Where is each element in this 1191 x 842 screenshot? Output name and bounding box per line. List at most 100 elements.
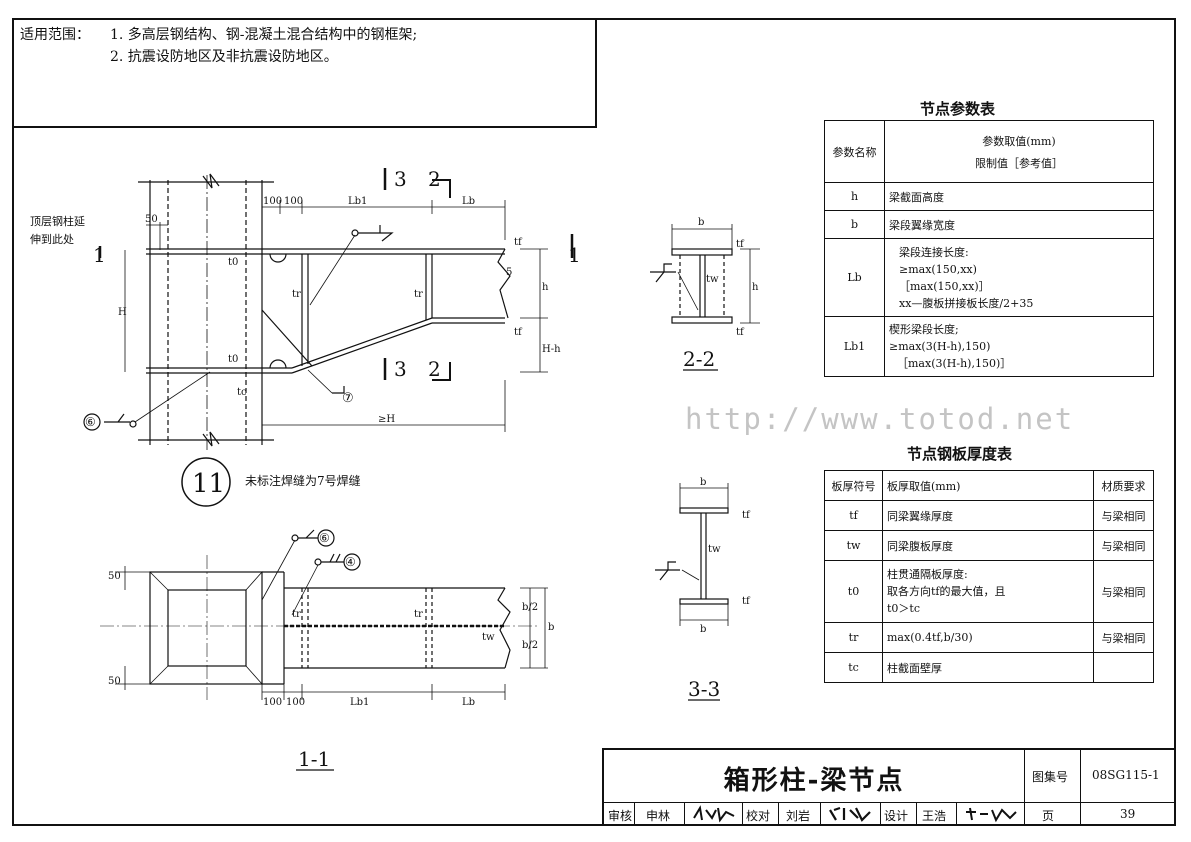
plate-head-sym: 板厚符号 [824,470,883,501]
weld-symbol-6-elev: ⑥ [85,415,96,429]
sec33-b-top: b [700,477,706,488]
section-mark-2-bottom: 2 [428,357,441,381]
dim-100-b: 100 [284,196,303,207]
plate-row-mat: 与梁相同 [1093,622,1154,653]
sec33-caption: 3-3 [688,677,720,701]
plate-row-mat: 与梁相同 [1093,530,1154,561]
dim-lb: Lb [462,196,475,207]
plate-row-mat: 与梁相同 [1093,560,1154,623]
section-mark-1-left: 1 [93,243,106,267]
weld-symbol-6-plan: ⑥ [319,531,330,545]
atlas-number: 08SG115-1 [1092,768,1160,782]
design-label: 设计 [884,809,909,823]
param-row-name: Lb [824,238,885,317]
plate-row-val: max(0.4tf,b/30) [882,622,1094,653]
param-line: xx—腹板拼接板长度/2+35 [899,296,1034,310]
dim-100-a: 100 [263,196,282,207]
node-number: 11 [192,469,225,499]
label-tr-left: tr [292,289,301,300]
param-head-value: 参数取值(mm) 限制值［参考值］ [884,120,1154,183]
plate-row-mat [1093,652,1154,683]
label-tc: tc [237,387,247,398]
plan-dim-50-top: 50 [108,571,121,582]
scope-box: 适用范围： 1. 多高层钢结构、钢-混凝土混合结构中的钢框架; 2. 抗震设防地… [12,18,597,128]
param-line: 楔形梁段长度; [889,323,959,336]
atlas-label: 图集号 [1032,770,1069,784]
page-number: 39 [1120,807,1136,821]
plan-label-tr-right: tr [414,609,423,620]
plan-dim-100-a: 100 [263,697,282,708]
plate-row-val: 柱截面壁厚 [882,652,1094,683]
param-head-name: 参数名称 [824,120,885,183]
weld-symbol-7: ⑦ [342,391,354,406]
param-row-value: 楔形梁段长度; ≥max(3(H-h),150) ［max(3(H-h),150… [884,316,1154,377]
label-t0-top: t0 [228,257,238,268]
sec33-b-bottom: b [700,624,706,635]
elevation-view [83,168,574,507]
section-mark-3-bottom: 3 [394,357,407,381]
sec22-tf-top: tf [736,239,745,250]
scope-label: 适用范围： [20,27,90,43]
plate-line: 取各方向tf的最大值，且 [887,585,1006,598]
param-line: 梁段连接长度: [899,245,969,259]
drawing-frame [12,18,1176,826]
reviewer-signature [693,805,735,823]
plan-dim-b: b [548,622,554,633]
plan-dim-b2-bottom: b/2 [522,640,538,651]
reviewer-name: 申林 [646,809,671,823]
checker-signature [829,806,871,822]
param-head-value-line1: 参数取值(mm) [982,134,1056,148]
plate-table-title: 节点钢板厚度表 [907,445,1013,463]
plan-dim-lb1: Lb1 [350,697,369,708]
plan-dim-100-b: 100 [286,697,305,708]
section-mark-3-top: 3 [394,167,407,191]
plan-dim-50-bottom: 50 [108,676,121,687]
param-head-value-line2: 限制值［参考值］ [975,156,1063,170]
plan-dim-b2-top: b/2 [522,602,538,613]
checker-name: 刘岩 [786,809,811,823]
plan-view-1-1 [100,529,548,771]
section-mark-2-top: 2 [428,167,441,191]
node-note: 未标注焊缝为7号焊缝 [245,473,361,488]
plate-line: t0＞tc [887,602,920,615]
sec33-tf-top: tf [742,510,751,521]
plate-line: 柱贯通隔板厚度: [887,568,968,581]
param-table: 参数名称 参数取值(mm) 限制值［参考值］ h 梁截面高度 b 梁段翼缘宽度 … [824,120,1154,377]
designer-signature [966,807,1017,823]
note-top-column-2: 伸到此处 [30,233,74,246]
sec22-tw: tw [706,274,719,285]
label-tr-right: tr [414,289,423,300]
param-line: ［max(3(H-h),150)］ [897,357,1012,370]
sec22-b: b [698,217,704,228]
plan-label-tw: tw [482,632,495,643]
page-label: 页 [1042,809,1055,823]
review-label: 审核 [608,809,633,823]
plate-row-mat: 与梁相同 [1093,500,1154,531]
watermark: http://www.totod.net [685,402,1075,436]
label-tf-top: tf [514,237,523,248]
note-top-column-1: 顶层钢柱延 [30,214,85,228]
dim-lb1: Lb1 [348,196,367,207]
scope-line-1: 1. 多高层钢结构、钢-混凝土混合结构中的钢框架; [110,27,418,43]
label-h: h [542,282,549,293]
title-block: 箱形柱-梁节点 图集号 08SG115-1 审核 申林 校对 刘岩 设计 王浩 … [602,748,1176,826]
param-line: ≥max(3(H-h),150) [889,340,991,353]
param-line: ［max(150,xx)］ [899,279,990,293]
label-5: 5 [506,267,512,278]
param-table-title: 节点参数表 [920,100,996,118]
section-mark-1-right: 1 [568,243,581,267]
param-row-value: 梁截面高度 [884,182,1154,211]
section-2-2 [650,224,760,371]
designer-name: 王浩 [922,809,947,823]
plan-label-tr-left: tr [292,609,301,620]
plate-row-val: 同梁腹板厚度 [882,530,1094,561]
sec33-tw: tw [708,544,721,555]
plan-dim-lb: Lb [462,697,475,708]
label-ge-H: ≥H [378,414,395,425]
section-3-3 [655,483,729,701]
check-label: 校对 [746,809,771,823]
plan-caption: 1-1 [298,747,330,771]
label-tf-bottom: tf [514,327,523,338]
sec22-caption: 2-2 [683,347,715,371]
